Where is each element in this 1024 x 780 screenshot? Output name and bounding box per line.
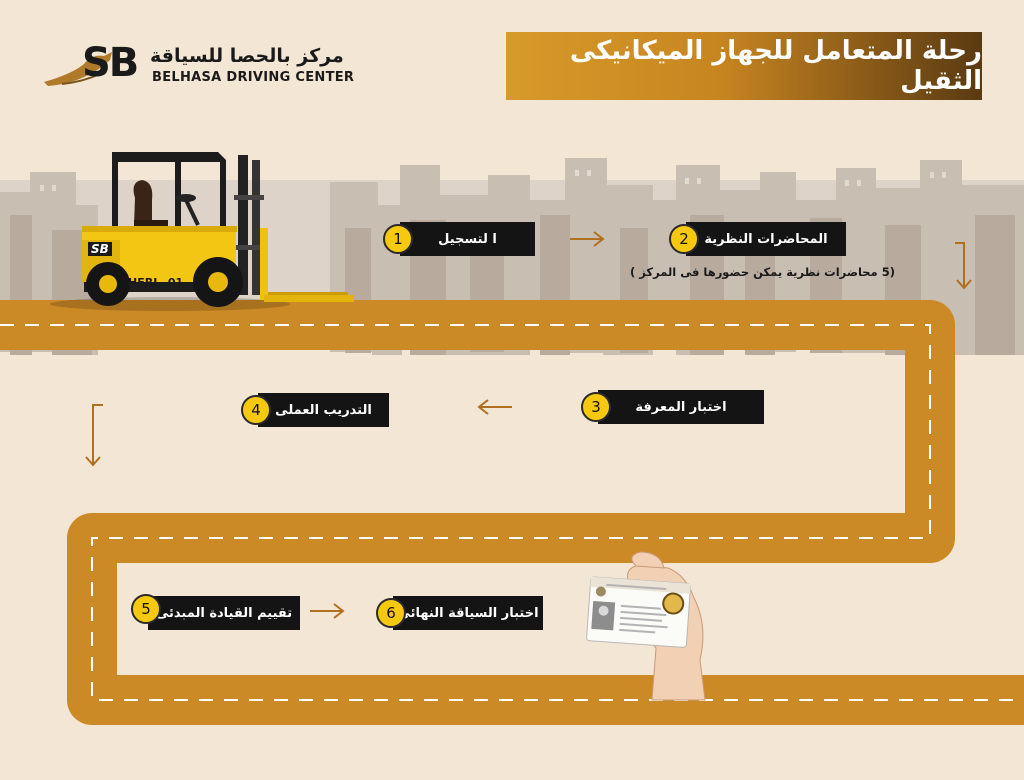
step-5-badge: 5 (131, 594, 161, 624)
step-3-badge: 3 (581, 392, 611, 422)
forklift-badge: SB (88, 242, 112, 256)
step-5-box: تقييم القيادة المبدئى (148, 596, 300, 630)
page-title: رحلة المتعامل للجهاز الميكانيكى الثقيل (569, 36, 982, 96)
arrow-right-icon (570, 231, 605, 247)
step-6-badge: 6 (376, 598, 406, 628)
logo-english: BELHASA DRIVING CENTER (152, 70, 355, 85)
step-2-badge: 2 (669, 224, 699, 254)
step-5-label: تقييم القيادة المبدئى (155, 605, 293, 621)
step-4-badge: 4 (241, 395, 271, 425)
logo-arabic: مركز بالحصا للسياقة (150, 45, 344, 67)
logo-horse-icon (42, 44, 154, 98)
step-1-box: ا لتسجيل (400, 222, 535, 256)
license-card-icon (586, 576, 691, 648)
forklift-plate: HFRL 01 (128, 276, 184, 289)
thumb (631, 551, 665, 569)
arrow-left-icon (477, 399, 512, 415)
step-3-label: اختبار المعرفة (635, 399, 727, 415)
logo-mark-text: SB (82, 40, 139, 86)
road (0, 300, 1024, 725)
arrow-down-icon (85, 404, 103, 467)
step-4-box: التدريب العملى (258, 393, 389, 427)
arrow-right-icon (310, 603, 345, 619)
step-2-note: (5 محاضرات نظرية يمكن حضورها فى المركز ) (630, 265, 895, 279)
step-1-label: ا لتسجيل (438, 231, 497, 247)
step-2-label: المحاضرات النظرية (704, 231, 828, 247)
step-1-badge: 1 (383, 224, 413, 254)
step-6-box: اختبار السياقة النهائى (393, 596, 543, 630)
step-3-box: اختبار المعرفة (598, 390, 764, 424)
step-4-label: التدريب العملى (275, 402, 372, 418)
title-banner: رحلة المتعامل للجهاز الميكانيكى الثقيل (506, 32, 982, 100)
step-6-label: اختبار السياقة النهائى (397, 605, 539, 621)
step-2-box: المحاضرات النظرية (686, 222, 846, 256)
direction-arrows (85, 231, 972, 619)
arrow-down-icon (955, 242, 972, 290)
